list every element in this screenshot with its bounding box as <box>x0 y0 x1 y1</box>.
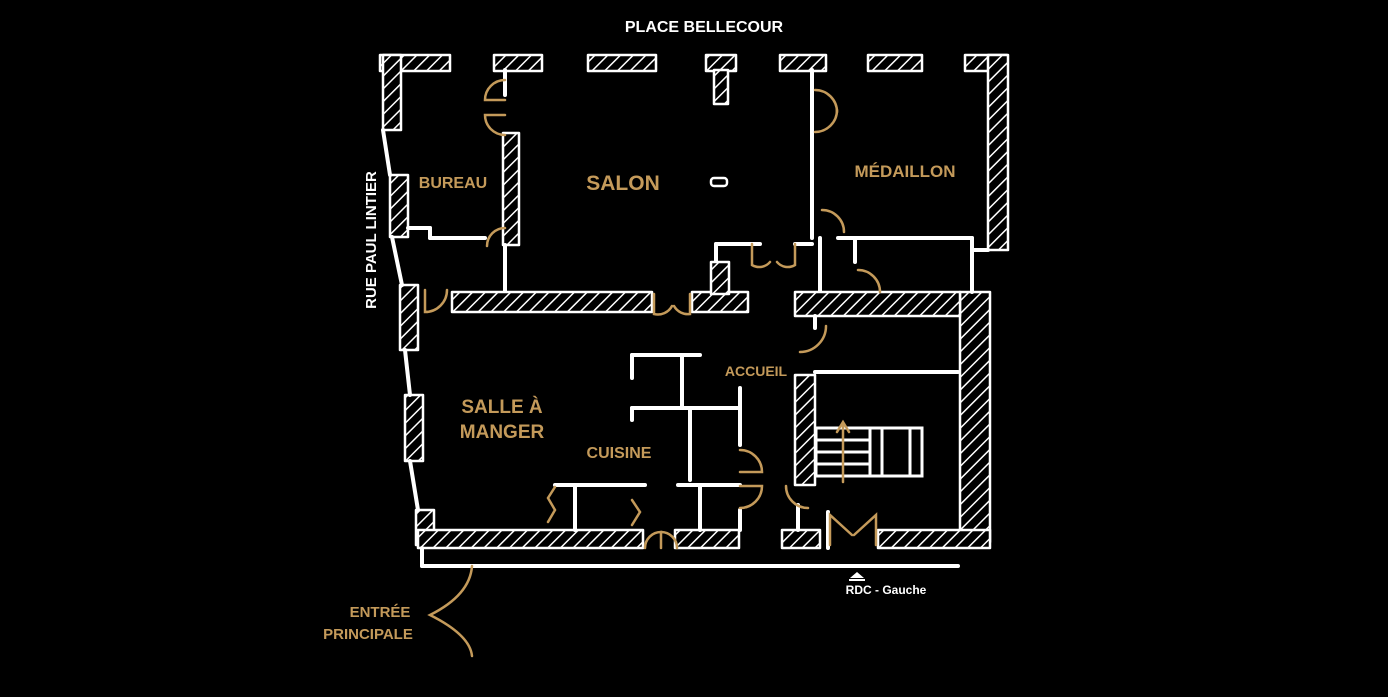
street-label-top: PLACE BELLECOUR <box>625 19 784 36</box>
room-label-medaillon: MÉDAILLON <box>854 162 955 181</box>
interior-walls <box>406 68 974 550</box>
room-label-bureau: BUREAU <box>419 175 487 192</box>
staircase <box>814 419 924 484</box>
room-label-salon: SALON <box>586 172 660 195</box>
entrance-label-line1: ENTRÉE <box>350 604 411 621</box>
street-label-left: RUE PAUL LINTIER <box>363 171 380 309</box>
floor-marker-label: RDC - Gauche <box>846 583 927 597</box>
outer-walls <box>378 53 1010 568</box>
room-label-cuisine: CUISINE <box>587 445 652 462</box>
entrance-label-line2: PRINCIPALE <box>323 626 413 643</box>
up-arrow-icon <box>850 572 864 578</box>
room-label-salle-line1: SALLE À <box>461 396 543 418</box>
salon-fixture <box>709 176 729 188</box>
room-label-accueil: ACCUEIL <box>725 363 788 379</box>
room-label-salle-line2: MANGER <box>460 422 545 443</box>
doors <box>423 78 882 658</box>
